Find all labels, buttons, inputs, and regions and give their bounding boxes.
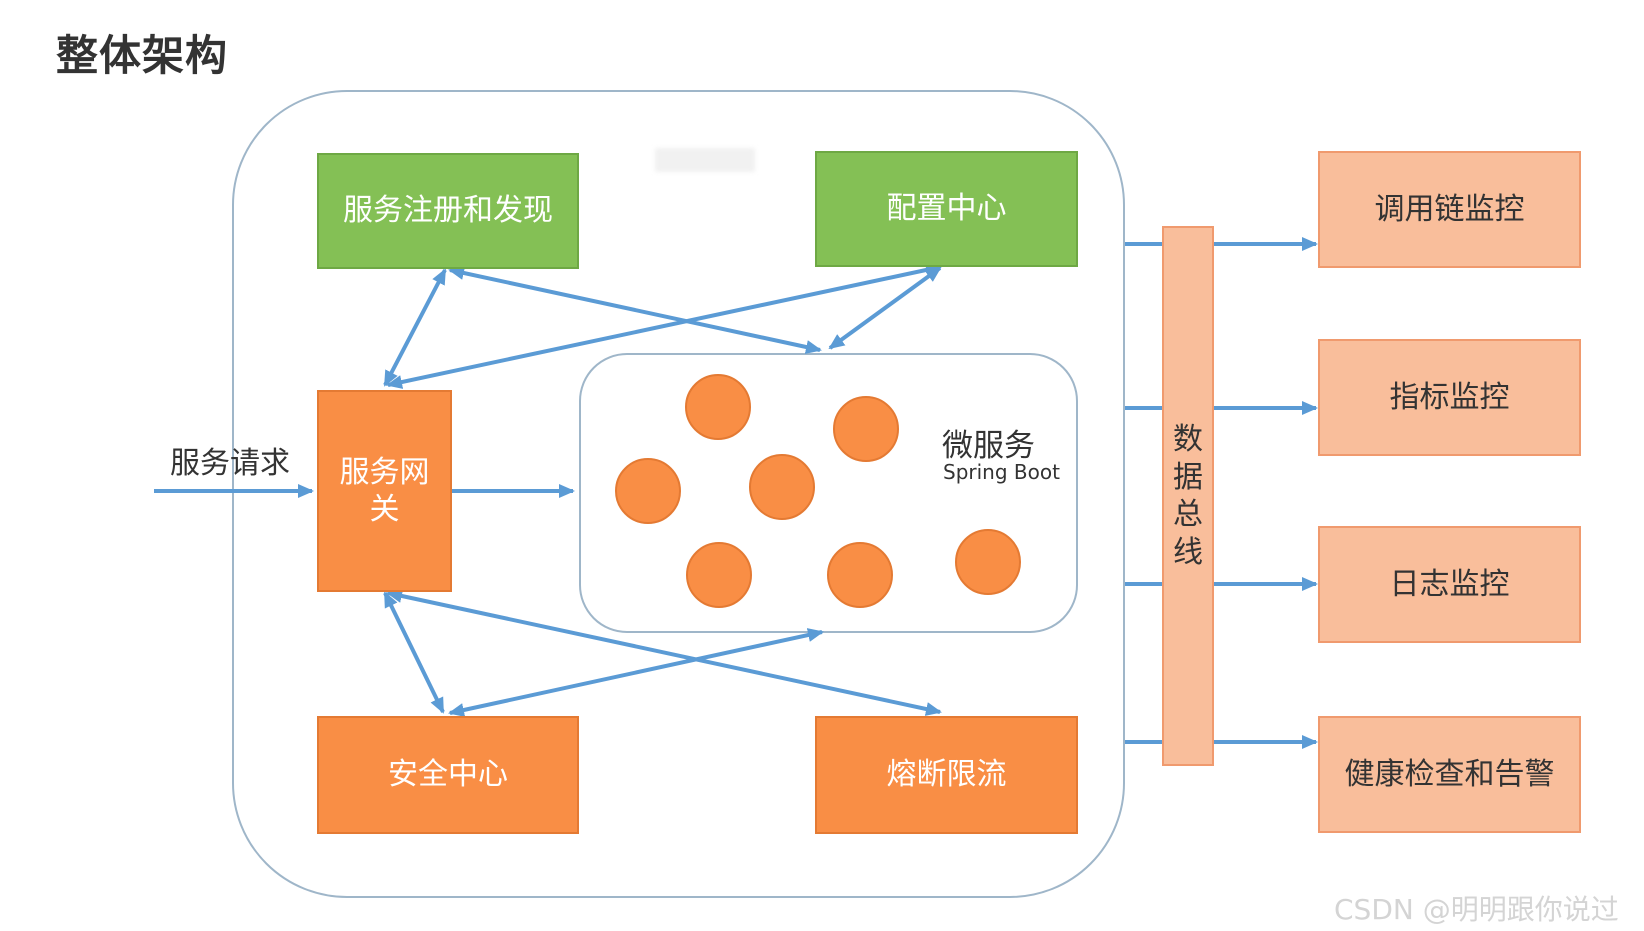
monitor-label-logs: 日志监控 bbox=[1389, 566, 1510, 602]
blurred-area bbox=[655, 148, 755, 172]
monitor-box-trace: 调用链监控 bbox=[1318, 151, 1581, 268]
request-label: 服务请求 bbox=[170, 446, 290, 481]
registry-box: 服务注册和发现 bbox=[317, 153, 579, 269]
monitor-label-metrics: 指标监控 bbox=[1389, 379, 1510, 415]
monitor-box-health: 健康检查和告警 bbox=[1318, 716, 1581, 833]
watermark: CSDN @明明跟你说过 bbox=[1334, 893, 1619, 926]
microservice-label: 微服务 bbox=[942, 428, 1035, 464]
config-label: 配置中心 bbox=[886, 191, 1007, 227]
microservice-node bbox=[685, 374, 751, 440]
breaker-box: 熔断限流 bbox=[815, 716, 1078, 834]
microservice-node bbox=[749, 454, 815, 520]
security-box: 安全中心 bbox=[317, 716, 579, 834]
monitor-box-logs: 日志监控 bbox=[1318, 526, 1581, 643]
microservice-node bbox=[833, 396, 899, 462]
registry-microservice-arrow bbox=[448, 266, 822, 354]
security-label: 安全中心 bbox=[388, 757, 508, 793]
platform-boundary bbox=[232, 90, 1125, 898]
monitor-label-health: 健康检查和告警 bbox=[1344, 756, 1555, 792]
security-microservice-arrow bbox=[448, 628, 824, 717]
gateway-label: 服务网关 bbox=[339, 454, 430, 528]
data-bus-label: 数据总线 bbox=[1173, 422, 1203, 570]
microservice-node bbox=[955, 529, 1021, 595]
microservice-node bbox=[615, 458, 681, 524]
gateway-box: 服务网关 bbox=[317, 390, 452, 592]
page-title: 整体架构 bbox=[56, 31, 229, 80]
microservice-node bbox=[686, 542, 752, 608]
microservice-node bbox=[827, 542, 893, 608]
breaker-label: 熔断限流 bbox=[886, 757, 1007, 793]
monitor-box-metrics: 指标监控 bbox=[1318, 339, 1581, 456]
registry-label: 服务注册和发现 bbox=[343, 193, 553, 229]
microservice-sublabel: Spring Boot bbox=[943, 460, 1060, 484]
config-box: 配置中心 bbox=[815, 151, 1078, 267]
config-microservice-arrow bbox=[828, 266, 942, 350]
monitor-label-trace: 调用链监控 bbox=[1374, 191, 1525, 227]
data-bus: 数据总线 bbox=[1162, 226, 1214, 766]
